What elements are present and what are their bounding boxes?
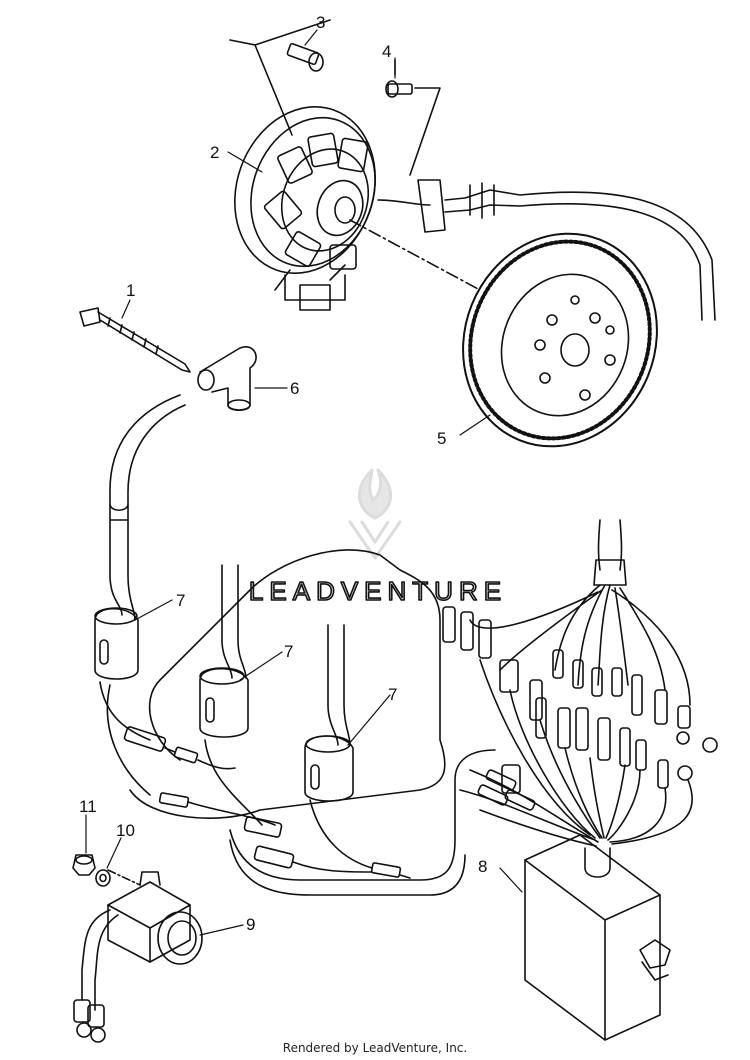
callout-8: 8 bbox=[478, 857, 487, 876]
leader-lines bbox=[85, 29, 523, 936]
ignition-coil-7b bbox=[199, 564, 249, 738]
callout-4: 4 bbox=[382, 42, 391, 61]
watermark-flame-icon bbox=[357, 468, 393, 520]
plug-lead-1 bbox=[109, 394, 186, 521]
callout-7b: 7 bbox=[284, 642, 293, 661]
callout-6: 6 bbox=[290, 379, 299, 398]
callout-10: 10 bbox=[116, 821, 135, 840]
watermark-v-icon bbox=[348, 520, 402, 560]
watermark-text: LEADVENTURE bbox=[249, 576, 507, 606]
screw-3 bbox=[286, 42, 324, 72]
cable-tie-1 bbox=[79, 307, 191, 373]
callout-11: 11 bbox=[79, 797, 97, 816]
nut-11 bbox=[72, 854, 96, 876]
callout-7c: 7 bbox=[388, 685, 397, 704]
watermark bbox=[348, 468, 402, 560]
callout-7a: 7 bbox=[176, 591, 185, 610]
stator-harness-conduit bbox=[444, 189, 716, 321]
callout-2: 2 bbox=[210, 143, 219, 162]
callouts: 1 2 3 4 5 6 7 7 7 8 9 10 11 bbox=[79, 13, 487, 934]
cdi-harness bbox=[442, 519, 718, 847]
ignition-coil-7c bbox=[304, 624, 354, 802]
washer-10 bbox=[95, 869, 111, 887]
cdi-box-8 bbox=[524, 834, 671, 1041]
coil-connectors bbox=[99, 681, 411, 879]
bolt-4 bbox=[385, 80, 413, 98]
flywheel bbox=[462, 232, 658, 448]
callout-5: 5 bbox=[437, 429, 446, 448]
solenoid-9 bbox=[73, 871, 203, 1043]
callout-9: 9 bbox=[246, 915, 255, 934]
ignition-coil-7a bbox=[94, 607, 139, 680]
stator-assembly bbox=[233, 106, 377, 311]
stator-lead bbox=[377, 179, 446, 233]
wiring-loom bbox=[129, 549, 496, 881]
spark-plug-cap-6 bbox=[197, 346, 257, 412]
footer-credit: Rendered by LeadVenture, Inc. bbox=[282, 1041, 468, 1055]
callout-1: 1 bbox=[126, 281, 135, 300]
callout-3: 3 bbox=[316, 13, 325, 32]
alignment-line bbox=[349, 219, 481, 291]
